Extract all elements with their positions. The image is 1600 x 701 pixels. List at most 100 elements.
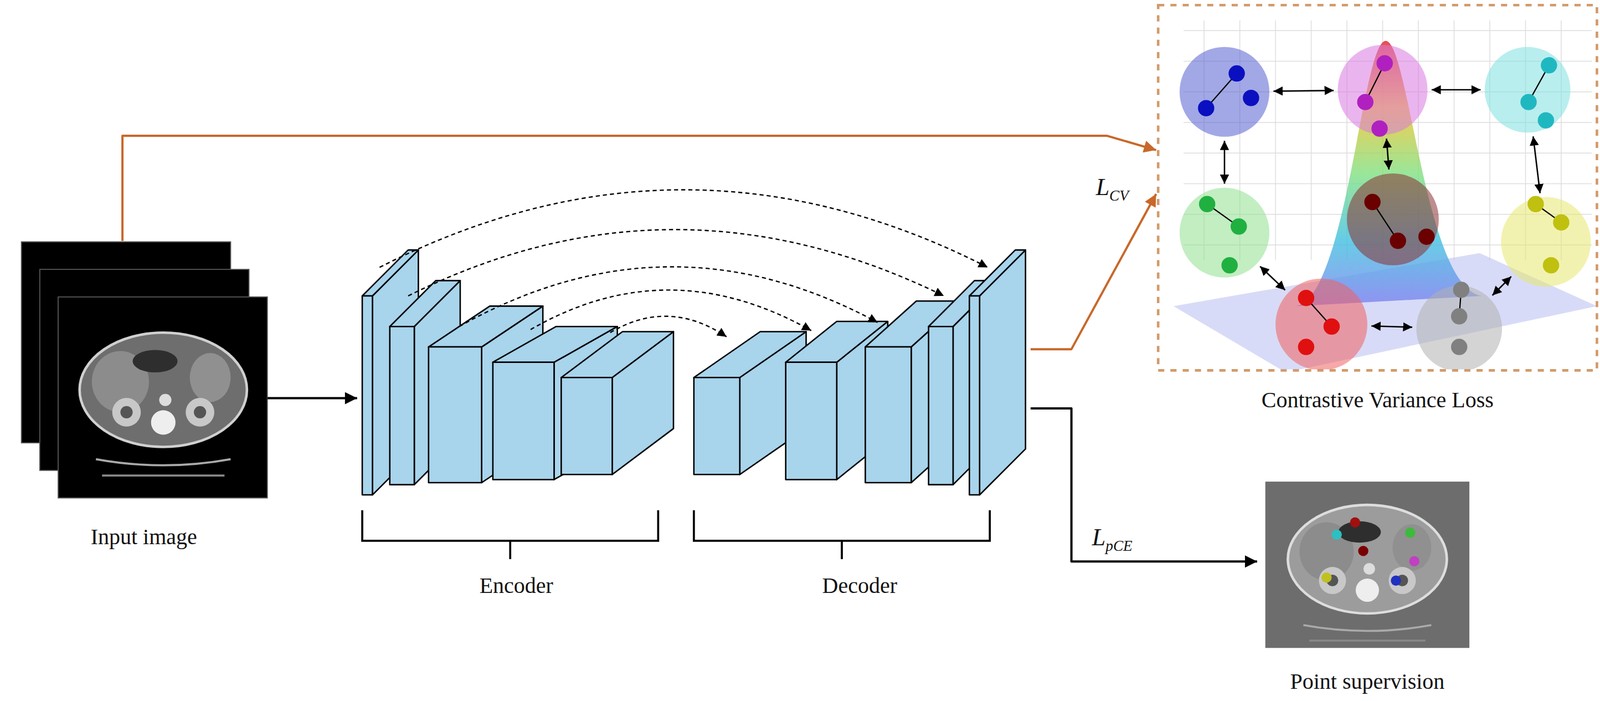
block-front	[492, 362, 555, 480]
inter-arrow	[1371, 325, 1413, 327]
skip-connection	[459, 266, 878, 327]
annotation-point	[1405, 527, 1416, 538]
block-front	[969, 295, 980, 495]
inter-arrow	[1431, 89, 1481, 91]
block-front	[362, 295, 373, 495]
inter-arrow	[1259, 266, 1285, 291]
skip-connection	[408, 229, 944, 296]
inter-arrow	[1492, 276, 1512, 296]
block-front	[693, 377, 740, 475]
inter-arrow	[1532, 136, 1540, 194]
annotation-point	[1408, 556, 1419, 567]
cluster-circle	[1275, 278, 1368, 370]
feature-dot	[1520, 93, 1537, 110]
grid-line	[1310, 20, 1312, 261]
point-image	[1265, 481, 1470, 648]
ct-slice-front	[58, 296, 268, 498]
point-supervision: Point supervision	[1257, 479, 1478, 698]
skip-connection	[379, 189, 988, 267]
inter-arrow	[1386, 138, 1389, 170]
ct-table	[1309, 639, 1426, 642]
block-front	[389, 326, 415, 485]
grid-line	[1274, 20, 1276, 261]
annotation-point	[1331, 529, 1342, 540]
block-front	[561, 377, 612, 475]
ct-aorta	[1363, 562, 1376, 575]
feature-dot	[1527, 196, 1544, 213]
ct-spleen	[189, 352, 231, 402]
loss-subscript: pCE	[1105, 537, 1133, 554]
decoder: Decoder	[688, 244, 1031, 603]
loss-symbol: L	[1096, 173, 1110, 201]
ct-kidney-core	[193, 405, 207, 419]
bracket	[693, 510, 990, 559]
connector	[1030, 193, 1157, 349]
ct-aorta	[158, 393, 172, 406]
ct-kidney	[1318, 566, 1346, 594]
ct-table	[1303, 624, 1432, 631]
annotation-point	[1357, 545, 1368, 556]
feature-dot	[1228, 65, 1245, 82]
skip-connection	[530, 289, 812, 331]
feature-dot	[1364, 193, 1381, 210]
panel-content	[1173, 20, 1597, 370]
ct-table	[101, 474, 225, 477]
cluster-circle	[1179, 47, 1270, 137]
ct-kidney	[112, 397, 142, 427]
ct-body	[79, 332, 248, 447]
annotation-point	[1321, 572, 1332, 583]
ct-stomach	[132, 350, 178, 373]
ct-kidney	[185, 397, 215, 427]
block-top	[389, 280, 461, 327]
feature-dot	[1537, 112, 1555, 129]
ct-kidney	[1388, 566, 1416, 594]
feature-dot	[1552, 214, 1569, 231]
feature-dot	[1540, 57, 1557, 74]
caption: Encoder	[477, 572, 556, 599]
feature-dot	[1199, 196, 1216, 213]
loss-symbol: L	[1092, 523, 1106, 551]
cluster-circle	[1346, 173, 1439, 266]
loss-subscript: CV	[1109, 187, 1129, 204]
ct-kidney-core	[120, 405, 133, 419]
gaussian-peak	[1295, 40, 1482, 307]
annotation-point	[1350, 517, 1361, 528]
block-front	[865, 346, 912, 483]
grid-line	[1489, 20, 1490, 261]
loss-panel: Contrastive Variance Loss	[1156, 3, 1600, 417]
feature-dot	[1197, 99, 1214, 116]
ct-spine	[151, 409, 176, 435]
skip-connection	[610, 316, 727, 337]
ct-spleen	[1392, 523, 1432, 571]
block-front	[428, 346, 482, 483]
grid-line	[1183, 30, 1592, 32]
block-top	[969, 249, 1026, 296]
annotation-point	[1390, 575, 1401, 586]
ct-body	[1287, 504, 1447, 614]
grid-line	[1453, 20, 1455, 261]
feature-dot	[1221, 256, 1238, 274]
feature-dot	[1451, 338, 1468, 355]
ct-table	[95, 459, 231, 466]
cluster-circle	[1500, 196, 1591, 287]
feature-dot	[1298, 289, 1315, 306]
input-image: Input image	[20, 240, 268, 554]
feature-dot	[1230, 218, 1247, 235]
feature-dot	[1451, 307, 1468, 324]
feature-dot	[1453, 281, 1470, 298]
cluster-circle	[1484, 47, 1571, 133]
connector	[1030, 408, 1258, 562]
block-front	[785, 362, 837, 480]
feature-dot	[1418, 228, 1435, 245]
loss-label: LCV	[1093, 172, 1131, 205]
feature-dot	[1371, 120, 1388, 137]
cluster-circle	[1179, 187, 1270, 278]
feature-dot	[1356, 93, 1373, 110]
loss-label: LpCE	[1089, 522, 1135, 555]
inter-arrow	[1273, 90, 1334, 91]
connector	[267, 397, 358, 400]
caption: Decoder	[820, 572, 900, 599]
